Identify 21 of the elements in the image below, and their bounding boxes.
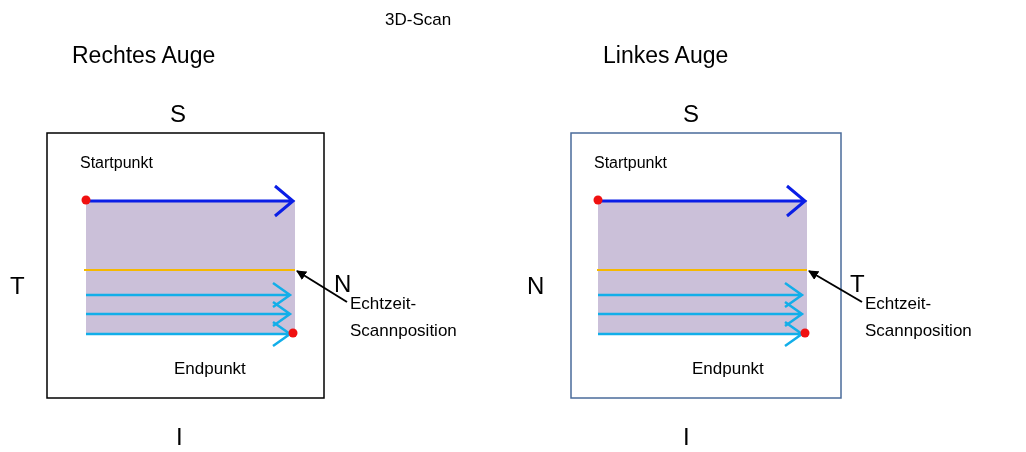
diagram-title: 3D-Scan [385,10,452,30]
leader-line [296,270,348,303]
orientation-label: T [850,270,865,298]
point-label: Startpunkt [80,154,153,173]
eye-heading: Linkes Auge [603,42,729,69]
orientation-label: T [10,272,25,300]
orientation-label: I [176,423,183,451]
orientation-label: S [170,100,186,128]
leader-line [808,270,863,303]
scan-position-line [596,269,808,271]
orientation-label: N [527,272,545,300]
orientation-label: N [334,270,352,297]
eye-heading: Rechtes Auge [72,42,216,69]
callout-text: Echtzeit- Scannposition [865,290,990,345]
scan-position-line [83,269,296,271]
orientation-label: I [683,423,690,451]
orientation-label: S [683,100,699,128]
callout-text: Echtzeit- Scannposition [350,290,475,345]
point-label: Startpunkt [594,154,667,173]
point-label: Endpunkt [692,359,764,379]
point-label: Endpunkt [174,359,246,379]
